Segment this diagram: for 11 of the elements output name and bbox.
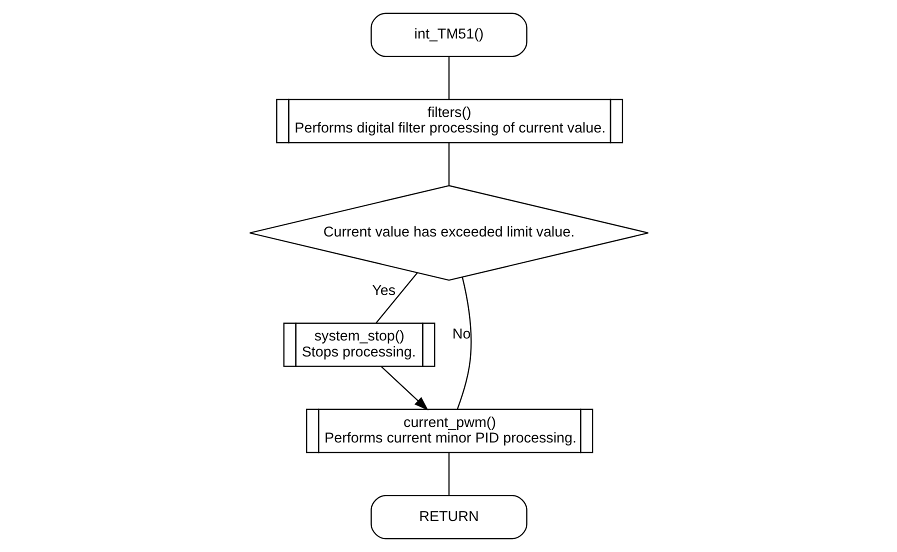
connector: [448, 56, 450, 100]
connector: [456, 277, 472, 410]
node-box: int_TM51(): [370, 12, 527, 58]
edge-label: No: [452, 326, 470, 343]
arrow: [380, 366, 428, 411]
edge-label: Yes: [372, 282, 396, 299]
node-box: RETURN: [370, 494, 527, 540]
node-diamond: Current value has exceeded limit value.: [248, 185, 648, 281]
connector: [448, 142, 450, 186]
connector: [375, 272, 418, 324]
connector: [448, 452, 450, 496]
